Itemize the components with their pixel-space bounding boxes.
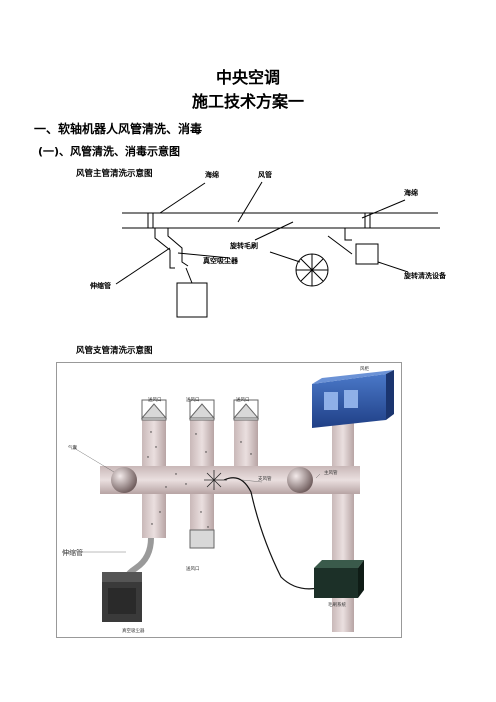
doc-title-line1: 中央空调 [215, 68, 280, 87]
vent-grille-2 [188, 403, 216, 419]
leader-flex [115, 247, 171, 285]
label-duct: 风管 [258, 171, 272, 179]
figure2-caption: 风管支管清洗示意图 [76, 346, 153, 356]
label-sponge-left: 海绵 [205, 171, 219, 179]
leader-sponge-left [159, 182, 206, 214]
vacuum-cleaner [102, 572, 142, 622]
leader-rotary [377, 261, 409, 273]
label-vacuum-2: 真空吸尘器 [122, 629, 145, 634]
subsection-heading: (一)、风管清洗、消毒示意图 [38, 145, 181, 158]
label-flex-pipe: 伸缩管 [90, 282, 111, 290]
label-unit: 风柜 [360, 367, 369, 372]
section-heading: 一、软轴机器人风管清洗、消毒 [34, 122, 203, 136]
branch-duct-illustration [56, 362, 402, 638]
label-vent-2: 送风口 [186, 398, 200, 403]
label-vacuum-cleaner: 真空吸尘器 [203, 257, 238, 265]
label-air-bag: 气囊 [68, 446, 77, 451]
brush-cable [223, 477, 319, 590]
label-vent-3: 送风口 [236, 398, 250, 403]
leader-duct [237, 181, 263, 223]
horizontal-duct [100, 466, 360, 494]
vent-grille-3 [232, 403, 260, 419]
label-rotary-device: 旋转清洗设备 [404, 272, 446, 280]
label-vent-bottom: 送风口 [186, 567, 200, 572]
rotary-device-box [355, 243, 379, 265]
air-handling-unit [312, 370, 394, 428]
label-brush-system: 毛刷系统 [328, 603, 346, 608]
label-rotating-brush: 旋转毛刷 [230, 242, 258, 250]
brush-system-machine [314, 560, 364, 598]
label-branch-duct: 支风管 [258, 477, 272, 482]
label-main-duct: 主风管 [324, 471, 338, 476]
leader-vacuum [177, 252, 231, 259]
vacuum-cleaner-box [176, 282, 208, 318]
rotary-brush-in-duct [204, 470, 224, 490]
doc-title-line2: 施工技术方案一 [191, 92, 304, 111]
air-bag-left [111, 467, 137, 493]
figure1-caption: 风管主管清洗示意图 [76, 169, 153, 179]
vent-grille-1 [140, 403, 168, 419]
leader-sponge-right [361, 199, 406, 219]
label-sponge-right: 海绵 [404, 189, 418, 197]
label-vent-1: 送风口 [148, 398, 162, 403]
vent-grille-bottom [189, 529, 215, 549]
main-duct-diagram [115, 181, 440, 318]
leader-brush [254, 221, 294, 241]
branch-duct-3 [234, 420, 258, 470]
air-bag-right [287, 467, 313, 493]
label-flex-pipe-2: 伸缩管 [62, 549, 83, 557]
